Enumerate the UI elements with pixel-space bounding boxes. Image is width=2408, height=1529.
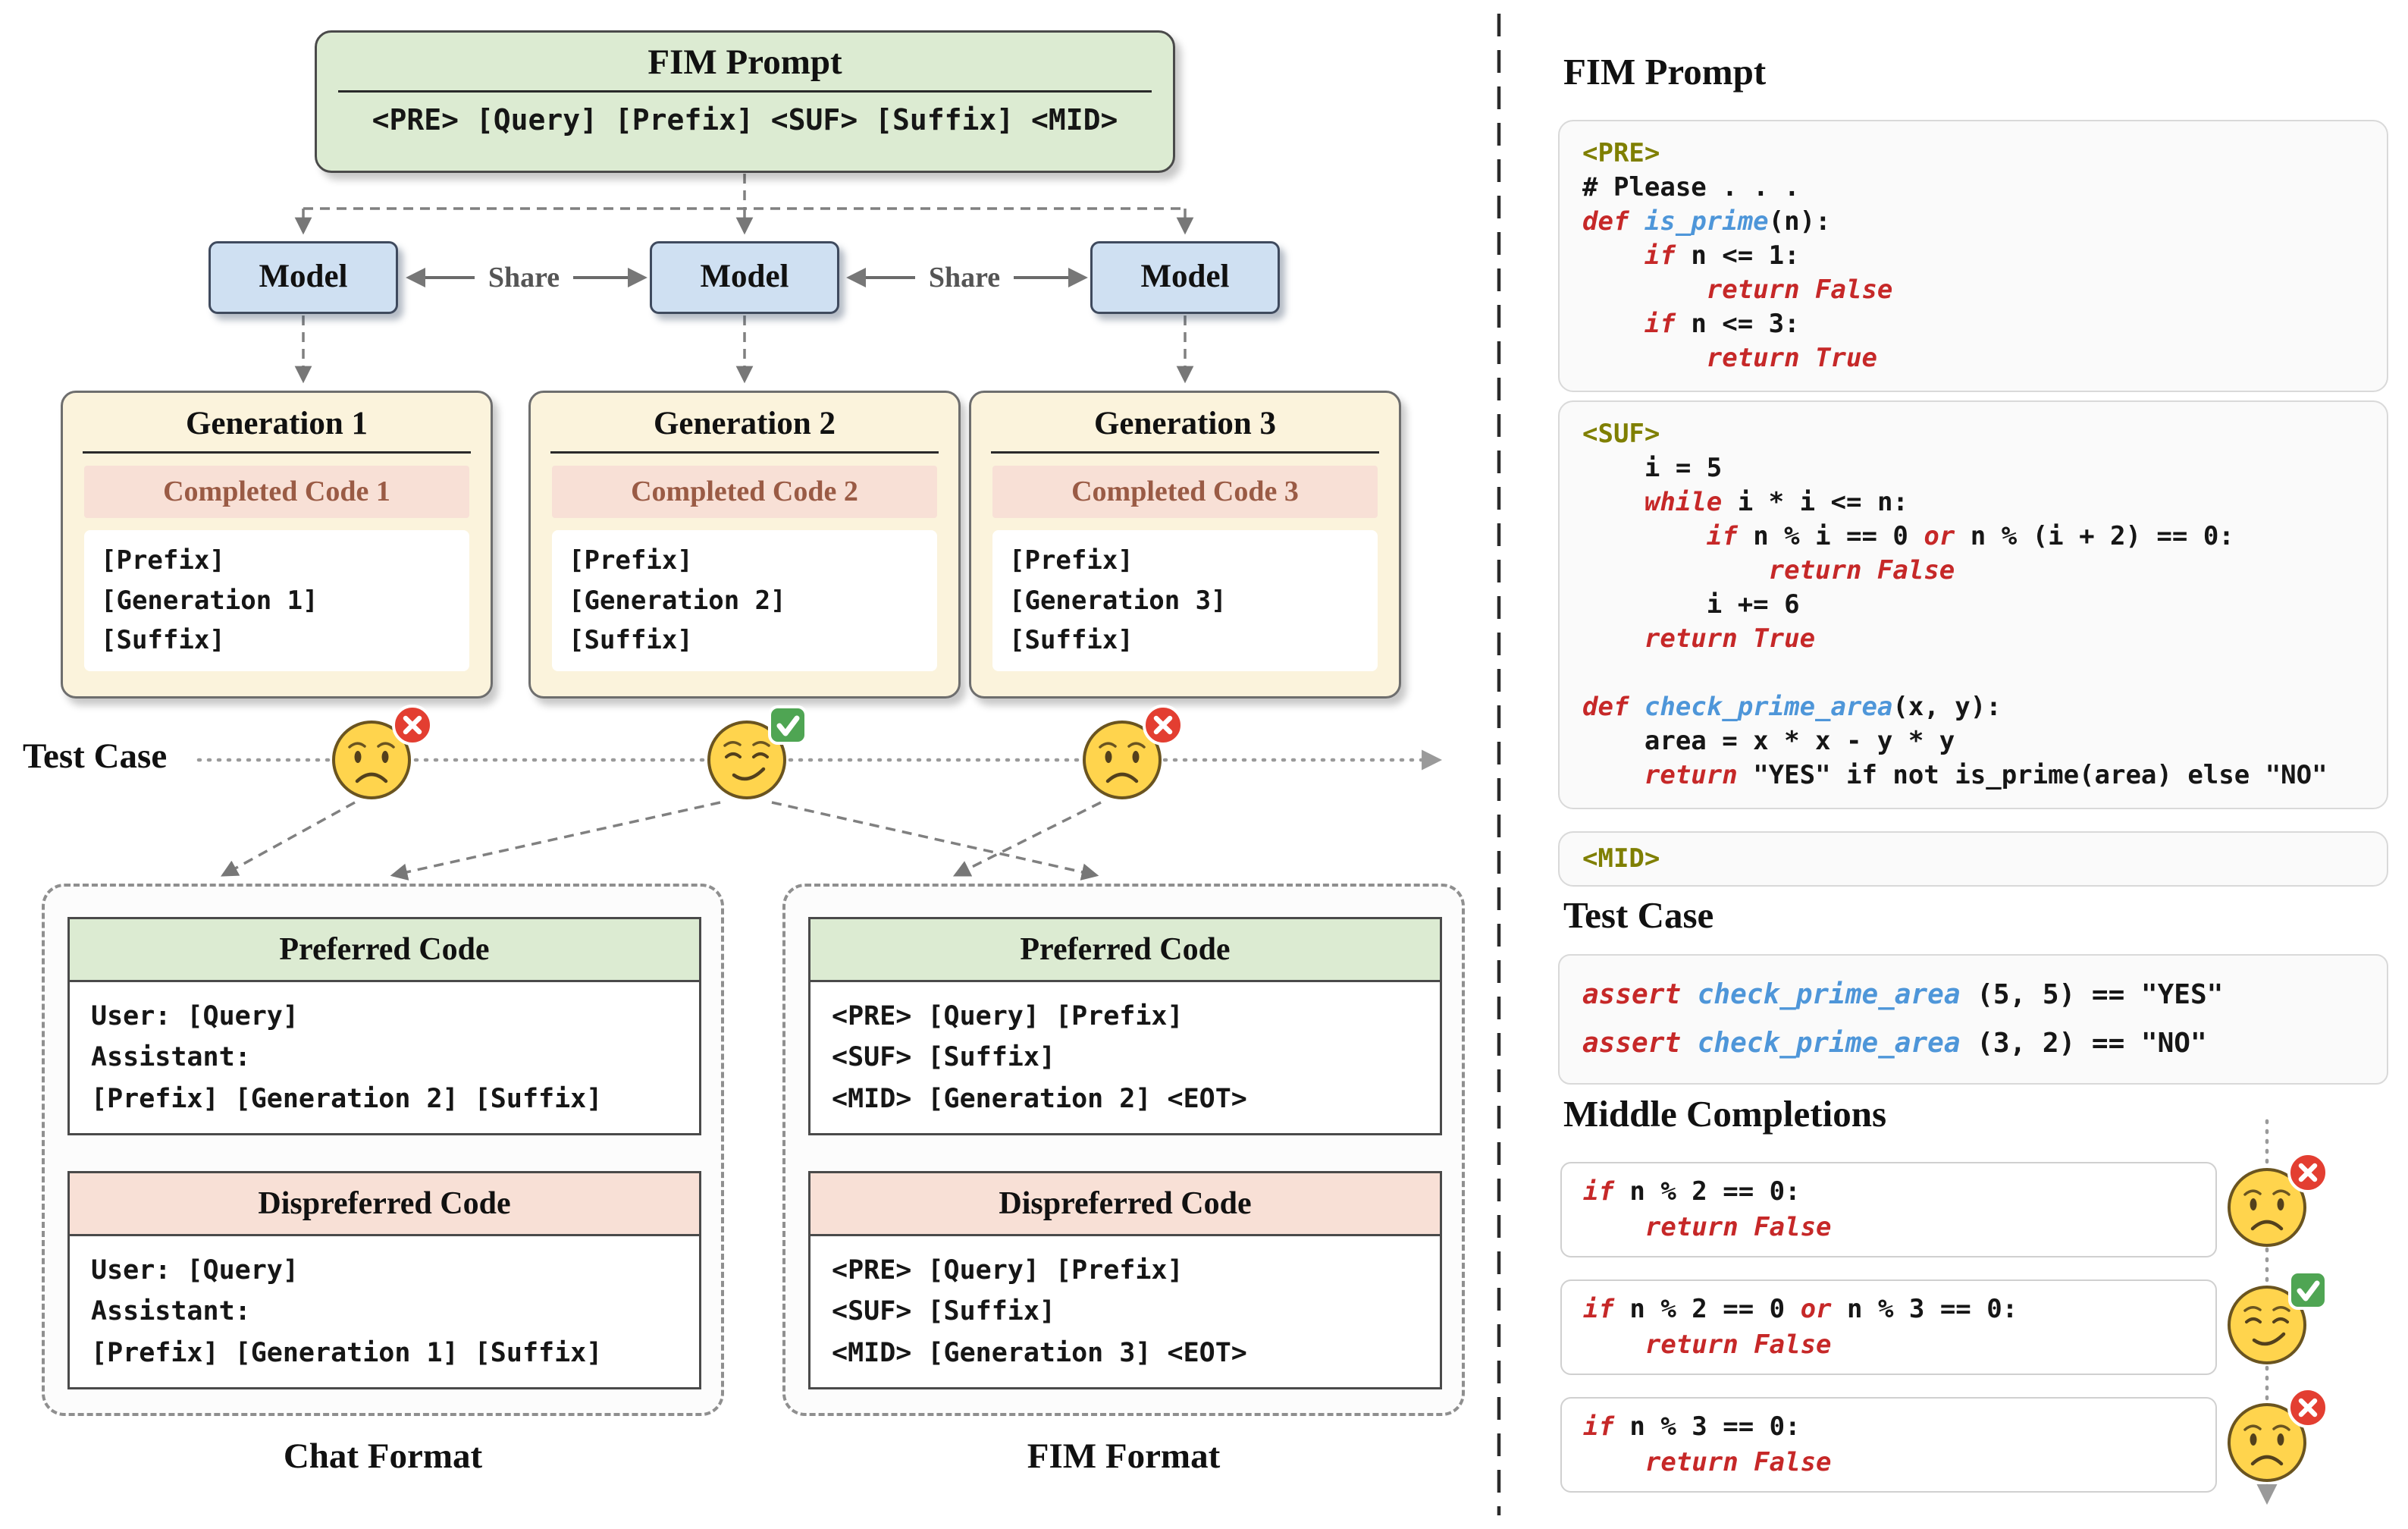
completed-code-body: [Prefix] [Generation 1] [Suffix] [84,530,469,672]
completion-2-result [2214,1264,2335,1378]
pass-badge-icon [770,707,806,743]
dispreferred-code-body: <PRE> [Query] [Prefix] <SUF> [Suffix] <M… [811,1236,1440,1387]
completion-3-box: if n % 3 == 0: return False [1560,1397,2217,1493]
middle-completions-heading: Middle Completions [1563,1093,1887,1135]
completed-code-header: Completed Code 1 [84,466,469,518]
model-box-3: Model [1090,241,1280,314]
completed-code-header: Completed Code 3 [992,466,1378,518]
model-box-1: Model [209,241,398,314]
generation-title: Generation 1 [185,406,368,441]
divider-line [83,451,471,454]
completion-2-box: if n % 2 == 0 or n % 3 == 0: return Fals… [1560,1279,2217,1375]
fim-prompt-code: <PRE> [Query] [Prefix] <SUF> [Suffix] <M… [372,103,1118,137]
mid-code-block: <MID> [1558,831,2388,887]
preferred-code-header: Preferred Code [70,919,699,982]
dispreferred-code-body: User: [Query] Assistant: [Prefix] [Gener… [70,1236,699,1387]
code-line: <PRE> [Query] [Prefix] [832,1001,1184,1031]
chat-format-label: Chat Format [283,1436,483,1476]
share-label: Share [488,262,560,294]
fim-format-container: Preferred Code <PRE> [Query] [Prefix] <S… [782,884,1465,1416]
fail-badge-icon [393,706,431,744]
code-line: Assistant: [91,1042,251,1073]
code-line: [Generation 3] [1009,585,1227,616]
pass-badge-icon [2290,1272,2326,1308]
generation-1-box: Generation 1 Completed Code 1 [Prefix] [… [61,391,493,699]
completion-1-result [2214,1147,2335,1261]
divider-line [991,451,1379,454]
code-line: [Prefix] [1009,545,1133,576]
generation-2-box: Generation 2 Completed Code 2 [Prefix] [… [528,391,961,699]
divider-line [550,451,939,454]
suf-code-block: <SUF> i = 5 while i * i <= n: if n % i =… [1558,400,2388,809]
generation-3-result [1069,699,1190,813]
divider-line [338,90,1152,93]
code-line: [Generation 1] [101,585,318,616]
completion-3-result [2214,1382,2335,1496]
right-test-case-heading: Test Case [1563,894,1714,936]
preferred-code-body: User: [Query] Assistant: [Prefix] [Gener… [70,982,699,1133]
code-line: User: [Query] [91,1001,299,1031]
fim-format-label: FIM Format [1027,1436,1221,1476]
preferred-code-header: Preferred Code [811,919,1440,982]
generation-title: Generation 2 [653,406,836,441]
code-line: [Prefix] [Generation 2] [Suffix] [91,1083,603,1114]
code-line: <SUF> [Suffix] [832,1296,1056,1327]
code-line: <MID> [Generation 3] <EOT> [832,1337,1247,1368]
test-case-label: Test Case [23,736,168,776]
generation-2-result [694,699,815,813]
fail-badge-icon [2289,1389,2327,1427]
code-line: Assistant: [91,1296,251,1327]
fim-prompt-title: FIM Prompt [647,42,842,82]
fim-dispreferred-box: Dispreferred Code <PRE> [Query] [Prefix]… [808,1171,1442,1389]
right-fim-prompt-heading: FIM Prompt [1563,51,1767,93]
test-case-code-block: assert check_prime_area (5, 5) == "YES"a… [1558,954,2388,1085]
code-line: <PRE> [Query] [Prefix] [832,1255,1184,1286]
pre-code-block: <PRE># Please . . .def is_prime(n): if n… [1558,120,2388,392]
dispreferred-code-header: Dispreferred Code [70,1173,699,1236]
completed-code-body: [Prefix] [Generation 3] [Suffix] [992,530,1378,672]
share-label: Share [928,262,1001,294]
completed-code-header: Completed Code 2 [552,466,937,518]
fim-prompt-box: FIM Prompt <PRE> [Query] [Prefix] <SUF> … [315,30,1175,173]
code-line: <MID> [Generation 2] <EOT> [832,1083,1247,1114]
chat-format-container: Preferred Code User: [Query] Assistant: … [42,884,724,1416]
code-line: <SUF> [Suffix] [832,1042,1056,1073]
chat-dispreferred-box: Dispreferred Code User: [Query] Assistan… [67,1171,701,1389]
code-line: [Prefix] [569,545,693,576]
fail-badge-icon [2289,1154,2327,1191]
code-line: [Suffix] [569,625,693,656]
code-line: User: [Query] [91,1255,299,1286]
code-line: [Suffix] [101,625,225,656]
model-box-2: Model [650,241,839,314]
completion-1-box: if n % 2 == 0: return False [1560,1162,2217,1257]
dispreferred-code-header: Dispreferred Code [811,1173,1440,1236]
fim-preferred-box: Preferred Code <PRE> [Query] [Prefix] <S… [808,917,1442,1135]
code-line: [Prefix] [101,545,225,576]
completed-code-body: [Prefix] [Generation 2] [Suffix] [552,530,937,672]
preferred-code-body: <PRE> [Query] [Prefix] <SUF> [Suffix] <M… [811,982,1440,1133]
generation-title: Generation 3 [1093,406,1277,441]
fail-badge-icon [1144,706,1182,744]
code-line: [Prefix] [Generation 1] [Suffix] [91,1337,603,1368]
code-line: [Generation 2] [569,585,786,616]
chat-preferred-box: Preferred Code User: [Query] Assistant: … [67,917,701,1135]
generation-3-box: Generation 3 Completed Code 3 [Prefix] [… [969,391,1401,699]
code-line: [Suffix] [1009,625,1133,656]
generation-1-result [318,699,440,813]
